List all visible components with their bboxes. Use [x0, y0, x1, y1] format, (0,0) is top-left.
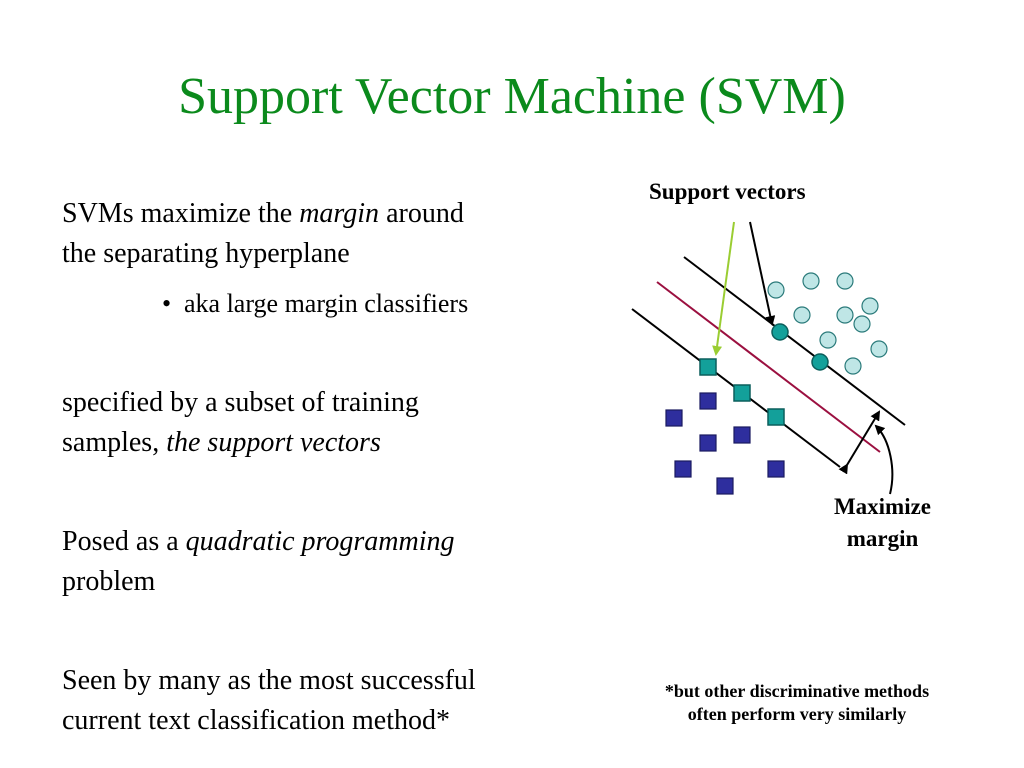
- square-point: [699, 392, 717, 410]
- circle-point: [836, 306, 854, 324]
- square-point: [767, 460, 785, 478]
- circle-point: [819, 331, 837, 349]
- square-point: [716, 477, 734, 495]
- support-vectors-emphasis: the support vectors: [166, 427, 381, 458]
- footnote: *but other discriminative methods often …: [664, 681, 930, 724]
- upper-margin-line: [683, 256, 906, 426]
- square-point: [733, 426, 751, 444]
- slide-title: Support Vector Machine (SVM): [178, 68, 846, 125]
- circle-point: [844, 357, 862, 375]
- circle-point: [836, 272, 854, 290]
- bullet-dot-icon: •: [162, 289, 172, 318]
- margin-width-arrow: [838, 410, 881, 475]
- maximize-margin-label: Maximize margin: [833, 494, 932, 551]
- support-vector-square: [699, 358, 717, 376]
- point-quadratic-programming: Posed as a quadratic programming problem: [62, 526, 455, 597]
- circle-point: [767, 281, 785, 299]
- point-maximize-margin: SVMs maximize the margin around the sepa…: [62, 198, 464, 269]
- circle-point: [853, 315, 871, 333]
- circle-point: [861, 297, 879, 315]
- support-vector-circle: [771, 323, 789, 341]
- point-most-successful: Seen by many as the most successful curr…: [62, 665, 476, 736]
- point-support-vectors: specified by a subset of training sample…: [62, 387, 419, 458]
- negative-class-points: [665, 358, 785, 495]
- support-vector-square: [733, 384, 751, 402]
- margin-emphasis: margin: [299, 198, 380, 229]
- square-point: [665, 409, 683, 427]
- support-vector-square: [767, 408, 785, 426]
- circle-point: [793, 306, 811, 324]
- support-vector-pointer-black: [749, 221, 776, 326]
- maximize-margin-pointer: [874, 424, 894, 495]
- square-point: [674, 460, 692, 478]
- circle-point: [802, 272, 820, 290]
- quadratic-programming-emphasis: quadratic programming: [185, 526, 455, 557]
- support-vector-circle: [811, 353, 829, 371]
- circle-point: [870, 340, 888, 358]
- square-point: [699, 434, 717, 452]
- support-vectors-label: Support vectors: [649, 179, 806, 204]
- positive-class-points: [767, 272, 888, 375]
- sub-bullet-large-margin: •aka large margin classifiers: [162, 286, 468, 322]
- support-vector-pointer-green: [712, 221, 735, 356]
